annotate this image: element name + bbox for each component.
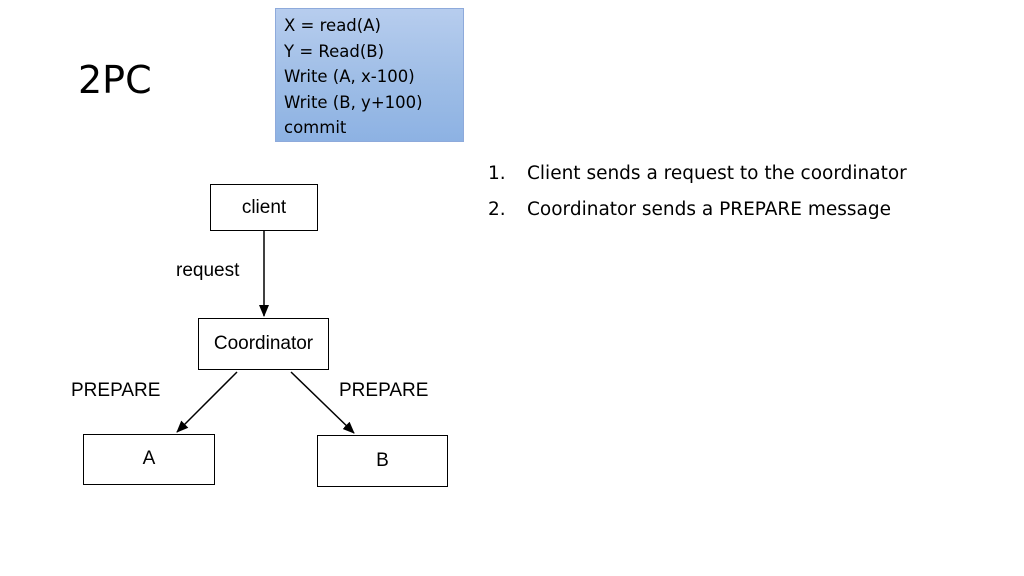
transaction-line-write-b: Write (B, y+100) — [284, 92, 423, 112]
client-node: client — [210, 184, 318, 231]
prepare-a-edge-label: PREPARE — [71, 380, 161, 401]
slide-title: 2PC — [78, 58, 152, 102]
coordinator-node: Coordinator — [198, 318, 329, 370]
step-number: 2. — [488, 199, 506, 220]
steps-list: 1. Client sends a request to the coordin… — [488, 156, 907, 228]
transaction-line-read-a: X = read(A) — [284, 16, 381, 35]
transaction-box: X = read(A) Y = Read(B) Write (A, x-100)… — [275, 8, 464, 142]
participant-b-node: B — [317, 435, 448, 487]
step-text: Client sends a request to the coordinato… — [527, 163, 907, 184]
participant-a-node: A — [83, 434, 215, 485]
edge-coordinator-to-b — [290, 371, 355, 434]
transaction-line-commit: commit — [284, 118, 347, 137]
transaction-line-write-a: Write (A, x-100) — [284, 67, 415, 86]
request-edge-label: request — [176, 260, 240, 281]
step-text: Coordinator sends a PREPARE message — [527, 199, 891, 220]
edge-coordinator-to-a — [176, 371, 238, 433]
transaction-line-read-b: Y = Read(B) — [284, 41, 385, 61]
step-item: 2. Coordinator sends a PREPARE message — [488, 192, 907, 228]
step-number: 1. — [488, 163, 506, 184]
step-item: 1. Client sends a request to the coordin… — [488, 156, 907, 192]
prepare-b-edge-label: PREPARE — [339, 380, 429, 401]
